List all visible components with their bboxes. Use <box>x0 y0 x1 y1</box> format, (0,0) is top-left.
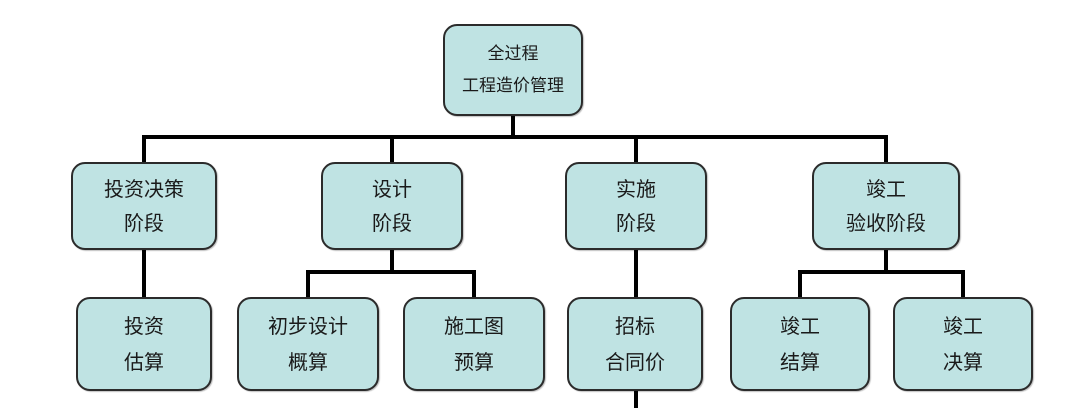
output-node-line1: 投资 <box>124 314 164 338</box>
stage-node-line1: 投资决策 <box>104 177 184 201</box>
output-node-line1: 施工图 <box>444 314 504 338</box>
stage-node-implementation: 实施 阶段 <box>565 162 707 250</box>
output-node-bid-contract-price: 招标 合同价 <box>567 297 703 391</box>
output-node-preliminary-design-estimate: 初步设计 概算 <box>237 297 379 391</box>
output-node-investment-estimate: 投资 估算 <box>76 297 212 391</box>
stage-node-line1: 设计 <box>372 177 412 201</box>
output-node-line2: 结算 <box>780 350 820 374</box>
stage-node-line1: 实施 <box>616 177 656 201</box>
output-node-line1: 竣工 <box>943 314 983 338</box>
root-node: 全过程 工程造价管理 <box>443 24 583 116</box>
stage-node-investment-decision: 投资决策 阶段 <box>71 162 217 250</box>
stage-node-completion-acceptance: 竣工 验收阶段 <box>812 162 960 250</box>
output-node-line2: 决算 <box>943 350 983 374</box>
output-node-final-accounts: 竣工 决算 <box>893 297 1033 391</box>
stage-node-line2: 阶段 <box>124 211 164 235</box>
stage-node-line2: 阶段 <box>616 211 656 235</box>
stage-node-line2: 阶段 <box>372 211 412 235</box>
output-node-completion-settlement: 竣工 结算 <box>730 297 870 391</box>
stage-node-line2: 验收阶段 <box>846 211 926 235</box>
stage-node-line1: 竣工 <box>866 177 906 201</box>
output-node-line1: 招标 <box>615 314 655 338</box>
root-node-line2: 工程造价管理 <box>462 76 564 96</box>
output-node-line2: 估算 <box>124 350 164 374</box>
output-node-line2: 合同价 <box>605 350 665 374</box>
output-node-construction-drawing-budget: 施工图 预算 <box>403 297 545 391</box>
root-node-line1: 全过程 <box>487 44 539 64</box>
stage-node-design: 设计 阶段 <box>321 162 463 250</box>
output-node-line1: 竣工 <box>780 314 820 338</box>
output-node-line1: 初步设计 <box>268 314 348 338</box>
output-node-line2: 概算 <box>288 350 328 374</box>
output-node-line2: 预算 <box>454 350 494 374</box>
